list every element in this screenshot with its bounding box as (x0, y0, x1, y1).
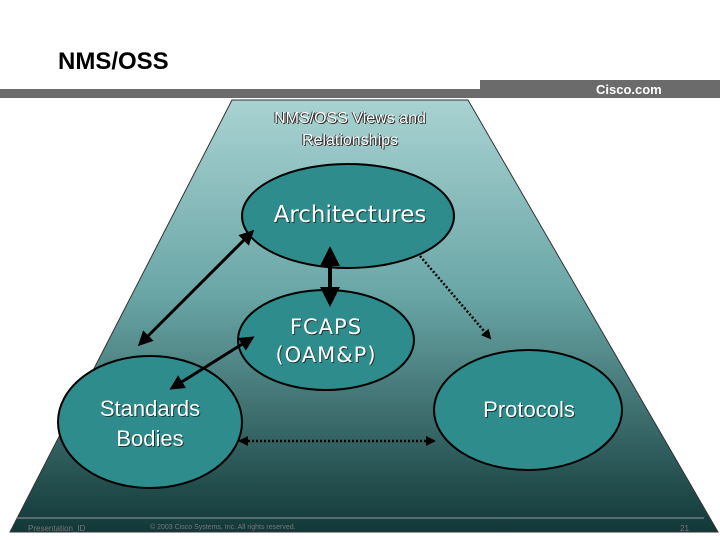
views-title-line2: Relationships (301, 132, 399, 149)
fcaps-standards-arrow (169, 336, 255, 390)
copyright-text: © 2003 Cisco Systems, Inc. All rights re… (150, 524, 296, 531)
standards-label-line2: Bodies (116, 426, 184, 451)
architectures-node (241, 163, 455, 269)
views-title-line1: NMS/OSS Views and (274, 110, 426, 127)
header-bar (0, 80, 720, 98)
views-title: NMS/OSS Views and Relationships (232, 108, 468, 152)
fcaps-label-line1: FCAPS (289, 315, 363, 339)
cisco-brand: Cisco.com (596, 82, 662, 97)
fcaps-label: FCAPS (OAM&P) (236, 313, 416, 369)
architectures-standards-arrow (137, 229, 255, 347)
architectures-label: Architectures (273, 202, 427, 228)
presentation-id: Presentation_ID (28, 524, 86, 533)
standards-bodies-label: Standards Bodies (70, 394, 230, 454)
page-number: 21 (680, 524, 689, 533)
standards-label-line1: Standards (99, 396, 201, 421)
protocols-node (433, 349, 623, 471)
protocols-label: Protocols (483, 397, 575, 422)
fcaps-label-line2: (OAM&P) (275, 343, 377, 367)
architectures-protocols-arrow (419, 255, 492, 340)
slide-title: NMS/OSS (58, 48, 169, 75)
